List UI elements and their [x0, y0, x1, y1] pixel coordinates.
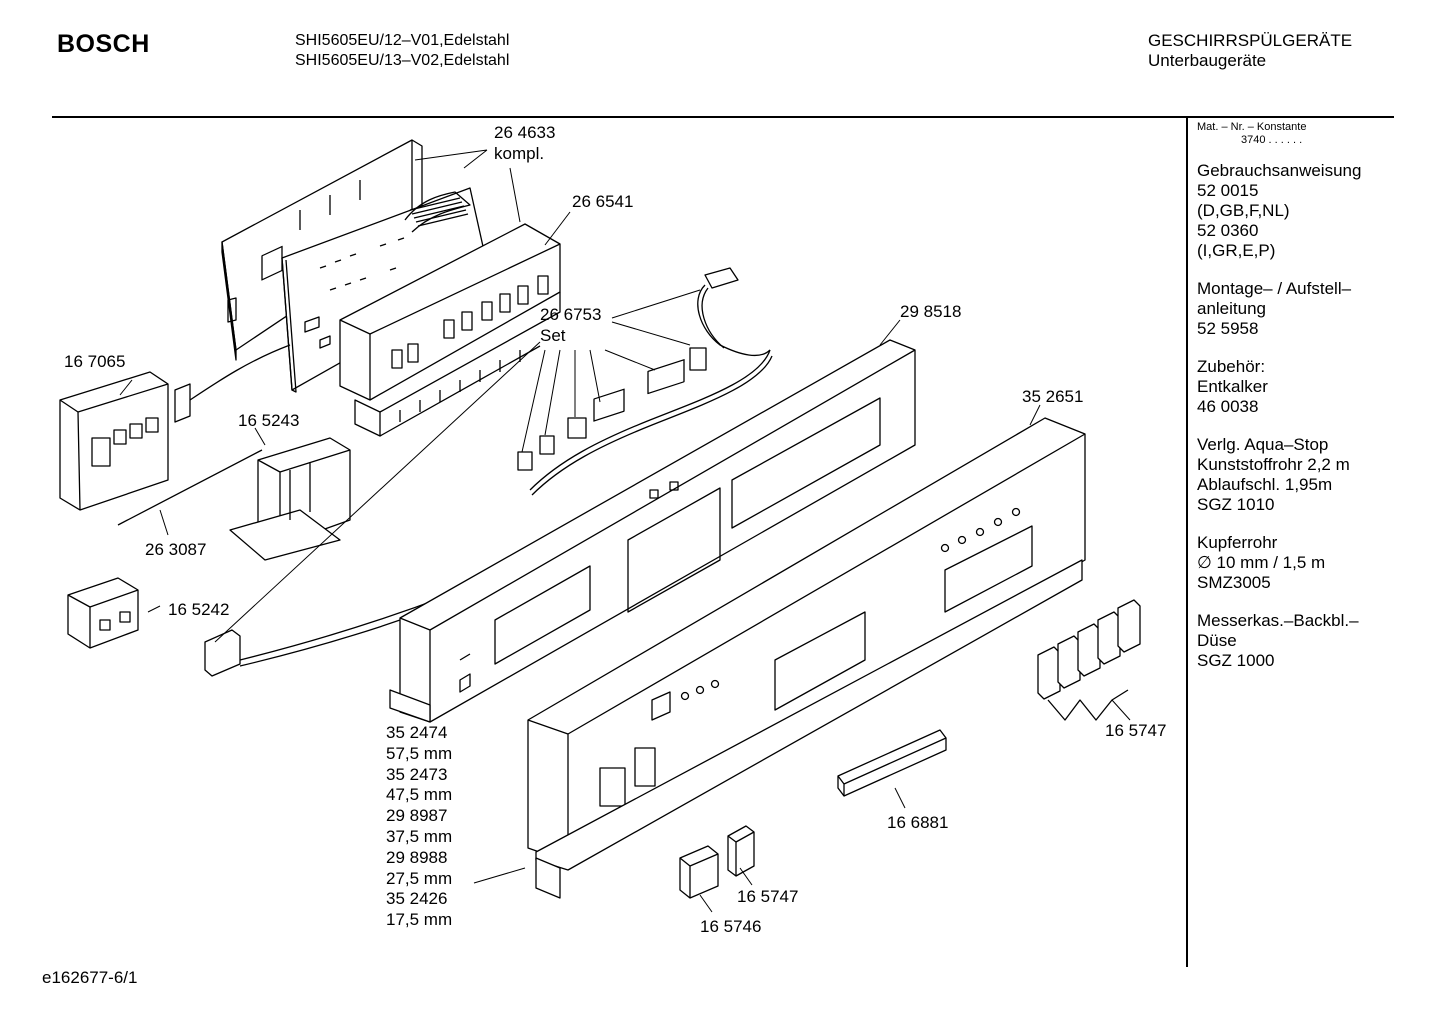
wire-harness: [517, 267, 773, 496]
sidebar-line: Entkalker: [1197, 377, 1268, 396]
button-set: [1037, 599, 1141, 721]
single-button: [727, 825, 755, 877]
part-note: Set: [540, 326, 566, 345]
variant-line: 57,5 mm: [386, 743, 453, 763]
part-number: 26 6753: [540, 305, 602, 324]
brand-logo: BOSCH: [57, 30, 150, 58]
variant-line: 17,5 mm: [386, 910, 453, 930]
sidebar-group-installation: Montage– / Aufstell– anleitung 52 5958: [1197, 279, 1361, 339]
label-165242: 16 5242: [168, 600, 230, 619]
switch-part: [67, 577, 139, 649]
trim-strip: [837, 729, 947, 797]
button-slots: [391, 275, 549, 369]
sidebar-line: 52 5958: [1197, 319, 1259, 338]
category-subtitle: Unterbaugeräte: [1148, 51, 1267, 70]
sidebar-line: Ablaufschl. 1,95m: [1197, 475, 1333, 494]
part-number: 26 4633: [494, 123, 556, 142]
sidebar-line: (I,GR,E,P): [1197, 241, 1276, 260]
variant-line: 35 2474: [386, 723, 448, 742]
sidebar-group-nozzle: Messerkas.–Backbl.– Düse SGZ 1000: [1197, 611, 1361, 671]
label-167065: 16 7065: [64, 352, 126, 371]
label-298518: 29 8518: [900, 302, 962, 321]
sidebar-line: Messerkas.–Backbl.–: [1197, 611, 1359, 630]
category: GESCHIRRSPÜLGERÄTE Unterbaugeräte: [1148, 31, 1352, 71]
sidebar: Mat. – Nr. – Konstante 3740 . . . . . . …: [1197, 121, 1361, 671]
display-module: [59, 344, 291, 511]
sidebar-line: Kupferrohr: [1197, 533, 1278, 552]
sidebar-line: SMZ3005: [1197, 573, 1271, 592]
sidebar-line: (D,GB,F,NL): [1197, 201, 1290, 220]
ribbon-cable: [404, 191, 471, 233]
model-list: SHI5605EU/12–V01,Edelstahl SHI5605EU/13–…: [295, 31, 509, 71]
sidebar-group-copper: Kupferrohr ∅ 10 mm / 1,5 m SMZ3005: [1197, 533, 1361, 593]
label-263087: 26 3087: [145, 540, 207, 559]
sidebar-line: 52 0360: [1197, 221, 1259, 240]
control-module: [339, 223, 561, 437]
drawing-code: e162677-6/1: [42, 968, 138, 987]
sidebar-line: ∅ 10 mm / 1,5 m: [1197, 553, 1326, 572]
variant-line: 35 2426: [386, 889, 448, 909]
sidebar-line: Gebrauchsanweisung: [1197, 161, 1362, 180]
front-fascia: [527, 417, 1086, 899]
sidebar-line: 52 0015: [1197, 181, 1259, 200]
button-block: [679, 845, 719, 899]
model-line: SHI5605EU/13–V02,Edelstahl: [295, 52, 510, 69]
label-266541: 26 6541: [572, 192, 634, 211]
mat-label: Mat. – Nr. – Konstante: [1197, 121, 1307, 133]
sidebar-line: Zubehör:: [1197, 357, 1266, 376]
model-line: SHI5605EU/12–V01,Edelstahl: [295, 32, 510, 49]
variant-line: 27,5 mm: [386, 868, 453, 888]
sidebar-line: Düse: [1197, 631, 1237, 650]
variant-line: 29 8988: [386, 847, 448, 867]
label-165747-right: 16 5747: [1105, 721, 1167, 740]
sidebar-line: SGZ 1000: [1197, 651, 1275, 670]
mat-value: 3740 . . . . . .: [1241, 134, 1303, 146]
sidebar-divider: [1186, 117, 1188, 967]
label-264633: 26 4633 kompl.: [494, 122, 555, 164]
variant-line: 35 2473: [386, 764, 448, 784]
sidebar-line: 46 0038: [1197, 397, 1259, 416]
category-title: GESCHIRRSPÜLGERÄTE: [1148, 31, 1353, 50]
sidebar-line: Montage– / Aufstell–: [1197, 279, 1352, 298]
sidebar-line: SGZ 1010: [1197, 495, 1275, 514]
rod-part: [117, 449, 263, 526]
leader-lines: [119, 149, 1131, 913]
part-note: kompl.: [494, 144, 545, 163]
label-352651: 35 2651: [1022, 387, 1084, 406]
label-165747-bottom: 16 5747: [737, 887, 799, 906]
label-165243: 16 5243: [238, 411, 300, 430]
sidebar-line: Kunststoffrohr 2,2 m: [1197, 455, 1350, 474]
label-variants: 35 2474 57,5 mm 35 2473 47,5 mm 29 8987 …: [386, 723, 452, 931]
variant-line: 47,5 mm: [386, 785, 453, 805]
sidebar-group-accessories: Zubehör: Entkalker 46 0038: [1197, 357, 1361, 417]
label-166881: 16 6881: [887, 813, 949, 832]
label-165746: 16 5746: [700, 917, 762, 936]
variant-line: 37,5 mm: [386, 826, 453, 846]
sidebar-group-manual: Gebrauchsanweisung 52 0015 (D,GB,F,NL) 5…: [1197, 161, 1361, 261]
sidebar-line: Verlg. Aqua–Stop: [1197, 435, 1329, 454]
header-divider: [52, 116, 1394, 118]
bracket-part: [229, 437, 351, 561]
label-266753: 26 6753 Set: [540, 304, 601, 346]
sidebar-group-aquastop: Verlg. Aqua–Stop Kunststoffrohr 2,2 m Ab…: [1197, 435, 1361, 515]
main-panel: [389, 339, 916, 723]
sidebar-line: anleitung: [1197, 299, 1267, 318]
variant-line: 29 8987: [386, 806, 448, 826]
